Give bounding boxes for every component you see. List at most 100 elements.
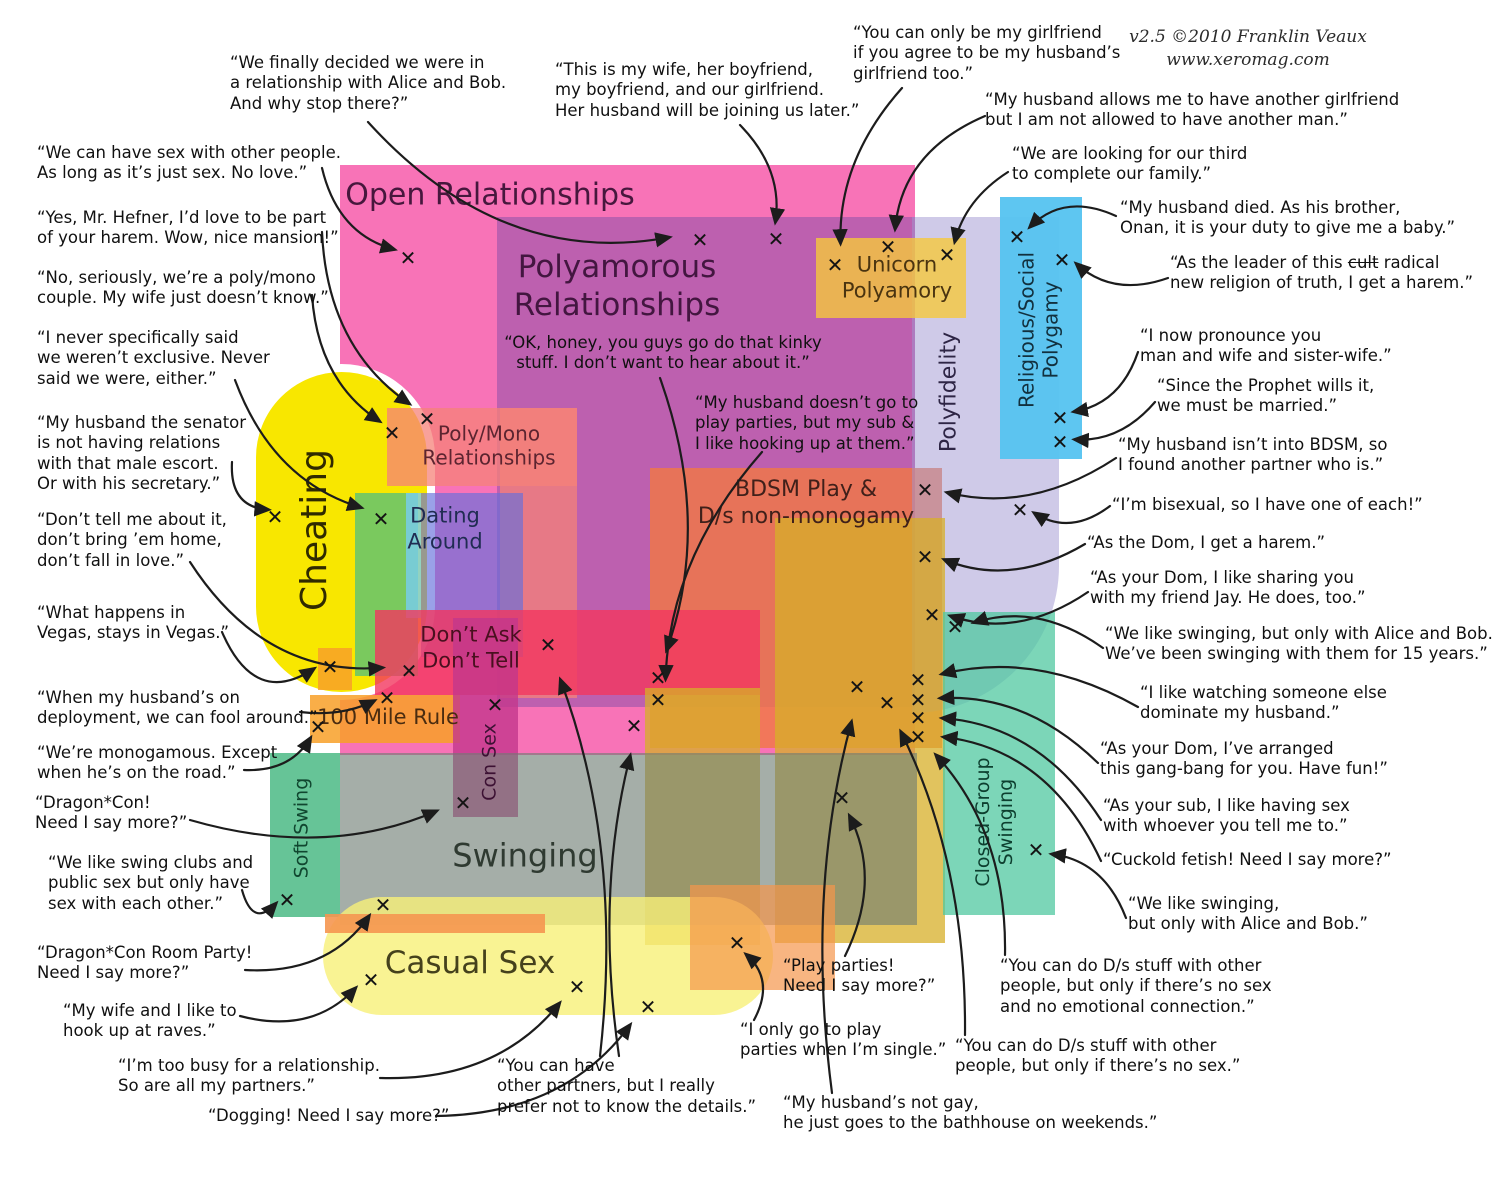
x-mark: ✕ <box>400 659 418 683</box>
quote-dragon-con: “Dragon*Con!Need I say more?” <box>35 793 188 833</box>
x-mark: ✕ <box>1011 498 1029 522</box>
credit-version: v2.5 ©2010 Franklin Veaux <box>1129 27 1367 47</box>
quote-swinging-alice-bob: “We like swinging,but only with Alice an… <box>1128 894 1368 934</box>
x-mark: ✕ <box>486 693 504 717</box>
x-mark: ✕ <box>878 691 896 715</box>
x-mark: ✕ <box>916 478 934 502</box>
x-mark: ✕ <box>649 666 667 690</box>
region-label-soft-swing: Soft Swing <box>290 777 313 879</box>
region-label-polyfidelity: Polyfidelity <box>936 331 962 453</box>
credit-block: v2.5 ©2010 Franklin Veaux www.xeromag.co… <box>1088 26 1408 72</box>
x-mark: ✕ <box>278 888 296 912</box>
x-mark: ✕ <box>909 688 927 712</box>
x-mark: ✕ <box>728 931 746 955</box>
quote-this-is-my-wife: “This is my wife, her boyfriend,my boyfr… <box>555 60 860 120</box>
x-mark: ✕ <box>625 714 643 738</box>
credit-site: www.xeromag.com <box>1166 49 1330 70</box>
region-label-casual-sex: Casual Sex <box>384 945 556 982</box>
x-mark: ✕ <box>909 706 927 730</box>
x-mark: ✕ <box>378 686 396 710</box>
arrow-as-the-leader <box>1073 261 1170 287</box>
x-mark: ✕ <box>923 603 941 627</box>
region-label-cheating: Cheating <box>294 449 336 611</box>
x-mark: ✕ <box>1051 430 1069 454</box>
arrow-i-now-pronounce <box>1070 350 1140 418</box>
x-mark: ✕ <box>539 633 557 657</box>
x-mark: ✕ <box>454 791 472 815</box>
x-mark: ✕ <box>1008 225 1026 249</box>
quote-dogging: “Dogging! Need I say more?” <box>208 1106 450 1125</box>
region-label-poly-mono: Poly/Mono Relationships <box>422 421 556 470</box>
region-unicorn-polyamory <box>816 238 966 318</box>
region-orange-strip <box>325 914 545 933</box>
quote-too-busy: “I’m too busy for a relationship.So are … <box>118 1056 380 1096</box>
x-mark: ✕ <box>568 975 586 999</box>
region-label-dont-ask-dont-tell: Don’t Ask Don’t Tell <box>420 622 522 672</box>
quote-we-can-have-sex: “We can have sex with other people.As lo… <box>37 143 342 183</box>
region-label-religious-social-polygamy: Religious/Social Polygamy <box>1014 251 1063 409</box>
quote-play-parties: “Play parties!Need I say more?” <box>783 956 936 996</box>
x-mark: ✕ <box>848 675 866 699</box>
quote-im-bisexual: “I’m bisexual, so I have one of each!” <box>1112 495 1423 514</box>
x-mark: ✕ <box>418 407 436 431</box>
quote-cuckold-fetish: “Cuckold fetish! Need I say more?” <box>1103 850 1392 869</box>
x-mark: ✕ <box>649 688 667 712</box>
x-mark: ✕ <box>399 246 417 270</box>
x-mark: ✕ <box>826 253 844 277</box>
x-mark: ✕ <box>946 615 964 639</box>
quote-husband-allows: “My husband allows me to have another gi… <box>985 90 1400 130</box>
region-label-bdsm-play: BDSM Play & D/s non-monogamy <box>697 477 915 529</box>
region-label-closed-group-swinging: Closed-Group Swinging <box>971 757 1017 887</box>
quote-since-the-prophet: “Since the Prophet wills it,we must be m… <box>1157 376 1375 416</box>
x-mark: ✕ <box>909 668 927 692</box>
quote-not-gay: “My husband’s not gay,he just goes to th… <box>783 1093 1158 1133</box>
x-mark: ✕ <box>362 968 380 992</box>
x-mark: ✕ <box>909 725 927 749</box>
quote-as-the-dom: “As the Dom, I get a harem.” <box>1087 533 1326 552</box>
x-mark: ✕ <box>916 545 934 569</box>
x-mark: ✕ <box>879 235 897 259</box>
x-mark: ✕ <box>691 228 709 252</box>
quote-husband-died: “My husband died. As his brother,Onan, i… <box>1120 198 1456 238</box>
region-label-swinging: Swinging <box>452 836 598 875</box>
quote-dont-tell-me: “Don’t tell me about it,don’t bring ’em … <box>37 510 227 570</box>
x-mark: ✕ <box>372 507 390 531</box>
region-religious-social-polygamy <box>1000 197 1082 459</box>
x-mark: ✕ <box>833 786 851 810</box>
x-mark: ✕ <box>266 505 284 529</box>
quote-swinging-15-years: “We like swinging, but only with Alice a… <box>1105 624 1493 664</box>
region-dating-around-cyan <box>406 493 421 618</box>
region-label-polyamorous-relationships: Polyamorous Relationships <box>513 249 721 323</box>
region-label-con-sex: Con Sex <box>478 723 501 801</box>
region-label-open-relationships: Open Relationships <box>345 177 635 213</box>
x-mark: ✕ <box>309 715 327 739</box>
x-mark: ✕ <box>767 227 785 251</box>
x-mark: ✕ <box>938 243 956 267</box>
x-mark: ✕ <box>321 655 339 679</box>
x-mark: ✕ <box>639 995 657 1019</box>
region-label-dating-around: Dating Around <box>407 503 483 553</box>
